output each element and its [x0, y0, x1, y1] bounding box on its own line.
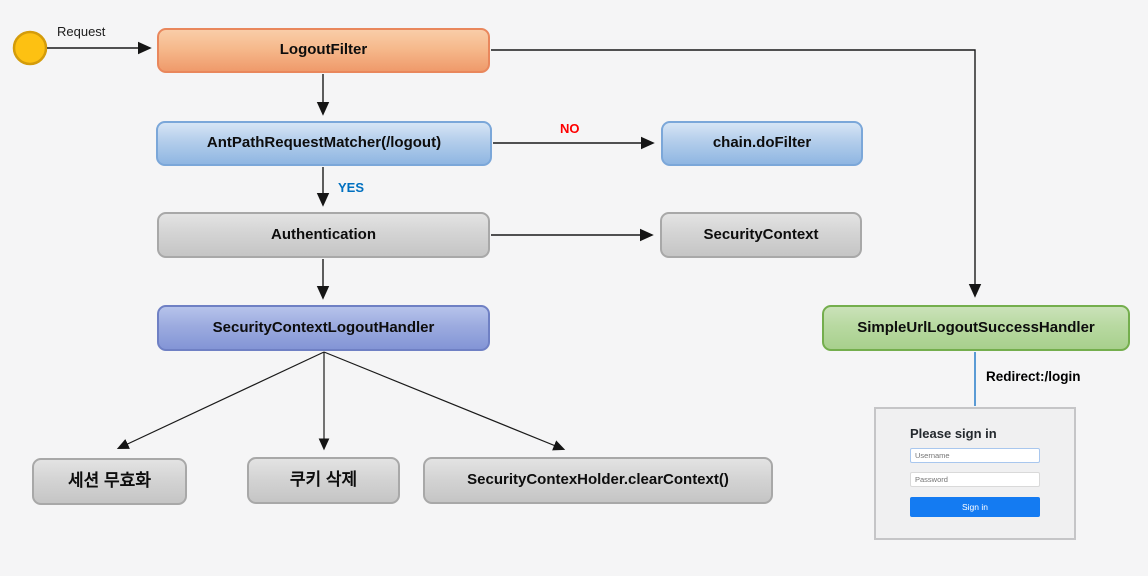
redirect-label: Redirect:/login [986, 369, 1081, 384]
start-circle [12, 30, 48, 66]
yes-label: YES [338, 180, 365, 195]
node-ant-path-request-matcher: AntPathRequestMatcher(/logout) [156, 121, 492, 166]
request-label: Request [57, 24, 106, 39]
sign-in-button[interactable]: Sign in [910, 497, 1040, 517]
node-authentication: Authentication [157, 212, 490, 258]
node-session-invalidation: 세션 무효화 [32, 458, 187, 505]
node-security-context: SecurityContext [660, 212, 862, 258]
edge-logoutfilter-to-successhandler [491, 49, 982, 298]
node-security-context-logout-handler: SecurityContextLogoutHandler [157, 305, 490, 351]
node-cookie-deletion: 쿠키 삭제 [247, 457, 400, 504]
login-form-panel: Please sign in Sign in [874, 407, 1076, 540]
node-chain-do-filter: chain.doFilter [661, 121, 863, 166]
node-clear-context: SecurityContexHolder.clearContext() [423, 457, 773, 504]
no-label: NO [560, 121, 580, 136]
edge-handler-to-session-invalidation [116, 351, 325, 450]
node-logout-filter: LogoutFilter [157, 28, 490, 73]
password-input[interactable] [910, 472, 1040, 487]
node-simple-url-logout-success-handler: SimpleUrlLogoutSuccessHandler [822, 305, 1130, 351]
edge-handler-to-clearcontext [323, 351, 566, 451]
username-input[interactable] [910, 448, 1040, 463]
login-form-title: Please sign in [910, 426, 997, 441]
